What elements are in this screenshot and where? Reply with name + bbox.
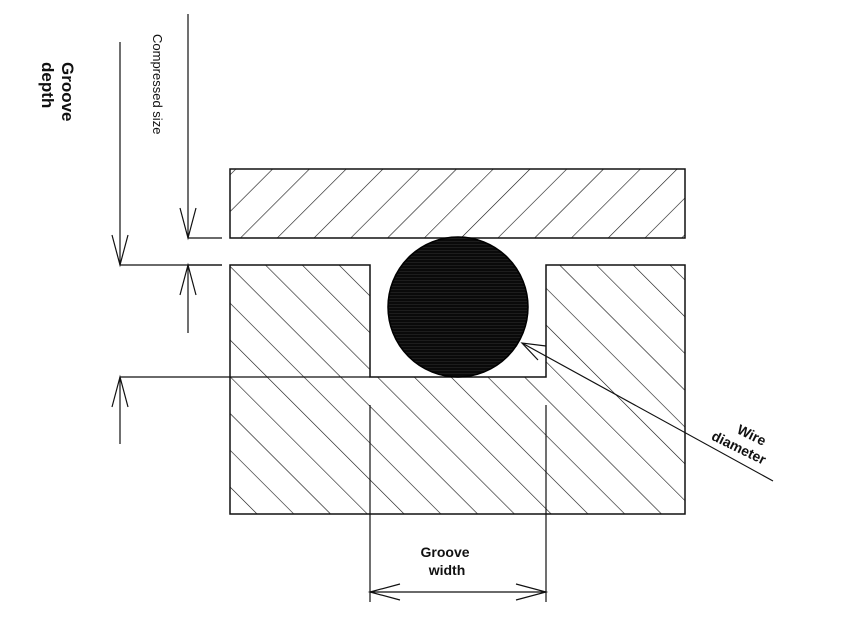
wire-cross-section	[387, 236, 529, 378]
compressed-size-dimension	[179, 14, 222, 333]
groove-depth-label-line2: depth	[38, 62, 57, 108]
groove-depth-label: Groove depth	[38, 62, 77, 126]
groove-width-label-line1: Groove	[421, 544, 470, 560]
groove-width-label-line2: width	[428, 562, 466, 578]
wire-diameter-label: Wire diameter	[709, 412, 776, 467]
compressed-size-label: Compressed size	[150, 34, 165, 134]
groove-width-dimension	[367, 405, 549, 602]
top-plate	[229, 168, 686, 239]
groove-depth-dimension	[111, 42, 370, 444]
wire-diameter-leader	[520, 342, 774, 482]
groove-width-label: Groove width	[421, 544, 474, 578]
grooved-base	[229, 264, 686, 515]
groove-depth-label-line1: Groove	[58, 62, 77, 122]
